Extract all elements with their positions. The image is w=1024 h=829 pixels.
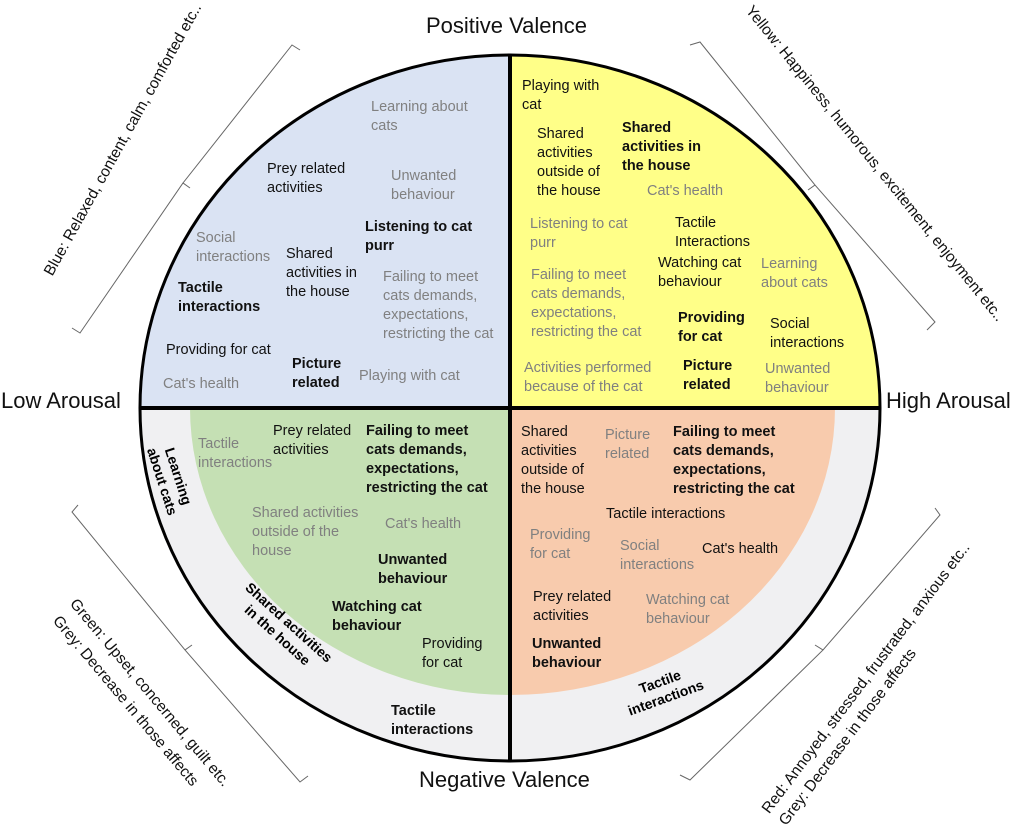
green-item: Failing to meet cats demands, expectatio… <box>366 423 488 496</box>
yellow-item: Cat's health <box>647 183 724 199</box>
blue-item: Cat's health <box>163 376 240 392</box>
yellow-item: Shared activities outside of the house <box>537 126 601 199</box>
yellow-item: Shared activities in the house <box>622 120 701 174</box>
blue-item: Unwanted behaviour <box>391 168 457 203</box>
yellow-item: Social interactions <box>770 316 845 351</box>
green-bracket <box>71 504 309 783</box>
yellow-item: Watching cat behaviour <box>658 255 742 290</box>
blue-item: Picture related <box>292 356 342 391</box>
blue-item: Tactile interactions <box>178 280 261 315</box>
orange-item: Prey related activities <box>533 589 612 624</box>
yellow-item: Activities performed because of the cat <box>524 360 652 395</box>
blue-item: Shared activities in the house <box>286 246 357 300</box>
high-arousal-label: High Arousal <box>886 388 1011 413</box>
yellow-item: Picture related <box>683 358 733 393</box>
blue-item: Prey related activities <box>267 161 346 196</box>
blue-item: Playing with cat <box>359 368 460 384</box>
yellow-item: Providing for cat <box>678 310 745 345</box>
blue-item: Learning about cats <box>371 99 468 134</box>
green-quadrant <box>190 408 510 695</box>
orange-item: Picture related <box>605 427 651 462</box>
yellow-item: Failing to meet cats demands, expectatio… <box>531 267 642 340</box>
blue-bracket <box>71 44 301 334</box>
yellow-item: Unwanted behaviour <box>765 361 831 396</box>
orange-item: Cat's health <box>702 541 779 557</box>
orange-quadrant <box>510 408 835 695</box>
orange-item: Social interactions <box>620 538 695 573</box>
orange-item: Failing to meet cats demands, expectatio… <box>673 424 795 497</box>
blue-item: Providing for cat <box>166 342 271 358</box>
green-item: Tactile interactions <box>391 703 474 738</box>
green-item: Providing for cat <box>422 636 483 671</box>
green-item: Shared activities outside of the house <box>252 505 359 559</box>
green-item: Tactile interactions <box>198 436 273 471</box>
yellow-item: Listening to cat purr <box>530 216 628 251</box>
orange-item: Unwanted behaviour <box>532 636 602 671</box>
blue-item: Failing to meet cats demands, expectatio… <box>383 269 494 342</box>
green-item: Unwanted behaviour <box>378 552 448 587</box>
low-arousal-label: Low Arousal <box>1 388 121 413</box>
yellow-item: Learning about cats <box>761 256 828 291</box>
green-item: Watching cat behaviour <box>332 599 422 634</box>
orange-item: Providing for cat <box>530 527 591 562</box>
orange-item: Shared activities outside of the house <box>521 424 585 497</box>
negative-valence-label: Negative Valence <box>419 767 590 792</box>
yellow-item: Playing with cat <box>522 78 600 113</box>
yellow-bracket <box>689 41 936 331</box>
orange-item: Tactile interactions <box>606 506 726 522</box>
red-bracket <box>679 507 941 781</box>
green-item: Prey related activities <box>273 423 352 458</box>
blue-item: Social interactions <box>196 230 271 265</box>
orange-item: Watching cat behaviour <box>646 592 730 627</box>
green-item: Cat's health <box>385 516 462 532</box>
yellow-item: Tactile Interactions <box>675 215 750 250</box>
blue-item: Listening to cat purr <box>365 219 473 254</box>
positive-valence-label: Positive Valence <box>426 13 588 38</box>
